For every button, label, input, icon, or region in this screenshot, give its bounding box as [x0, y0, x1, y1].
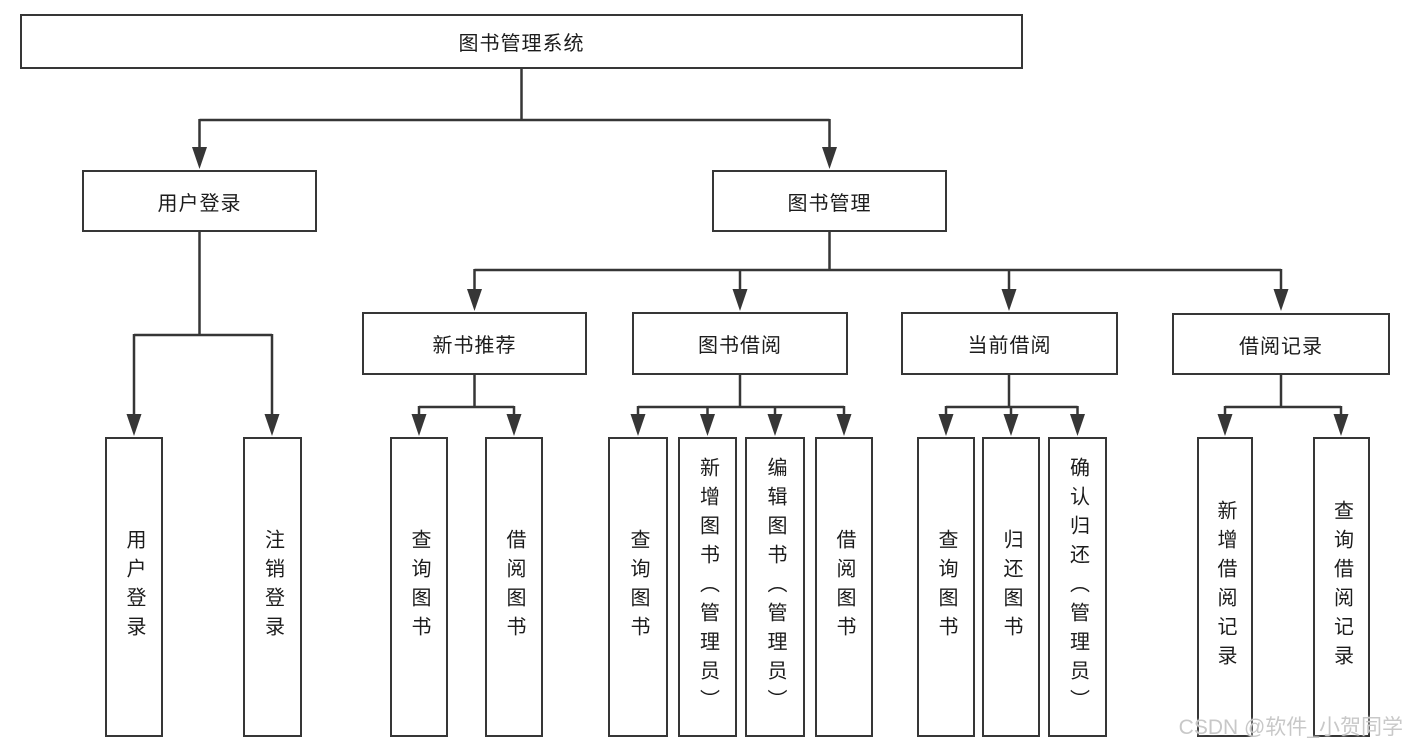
leaf-borrow-edit-books-label: 编辑图书（管理员）: [764, 456, 786, 718]
leaf-borrow-add-books: 新增图书（管理员）: [678, 437, 737, 737]
node-book-borrow: 图书借阅: [632, 312, 848, 375]
node-book-management-label: 图书管理: [787, 192, 872, 215]
leaf-current-confirm-return: 确认归还（管理员）: [1048, 437, 1107, 737]
node-user-login: 用户登录: [82, 170, 317, 232]
leaf-user-login: 用户登录: [105, 437, 163, 737]
leaf-records-query-record: 查询借阅记录: [1313, 437, 1370, 737]
leaf-borrow-add-books-label: 新增图书（管理员）: [696, 456, 719, 718]
node-current-borrow-label: 当前借阅: [967, 335, 1052, 357]
leaf-recommend-query-books: 查询图书: [390, 437, 448, 737]
leaf-current-query-books: 查询图书: [917, 437, 975, 737]
leaf-logout-label: 注销登录: [261, 529, 284, 645]
node-book-management: 图书管理: [712, 170, 947, 232]
leaf-borrow-borrow-books: 借阅图书: [815, 437, 873, 737]
leaf-records-add-record-label: 新增借阅记录: [1214, 500, 1236, 674]
leaf-records-query-record-label: 查询借阅记录: [1330, 500, 1353, 674]
leaf-current-confirm-return-label: 确认归还（管理员）: [1066, 456, 1089, 718]
node-library-management-system-label: 图书管理系统: [458, 33, 585, 55]
leaf-current-return-books-label: 归还图书: [1000, 529, 1022, 645]
watermark: CSDN @软件_小贺同学: [1178, 716, 1403, 739]
leaf-borrow-edit-books: 编辑图书（管理员）: [745, 437, 805, 737]
node-current-borrow: 当前借阅: [901, 312, 1118, 375]
node-borrow-records-label: 借阅记录: [1239, 335, 1323, 358]
node-library-management-system: 图书管理系统: [20, 14, 1023, 69]
leaf-recommend-query-books-label: 查询图书: [408, 529, 430, 645]
leaf-user-login-label: 用户登录: [123, 529, 145, 645]
leaf-current-query-books-label: 查询图书: [935, 529, 957, 645]
node-book-borrow-label: 图书借阅: [698, 335, 782, 357]
leaf-records-add-record: 新增借阅记录: [1197, 437, 1253, 737]
leaf-borrow-query-books-label: 查询图书: [627, 529, 649, 645]
node-new-book-recommend: 新书推荐: [362, 312, 587, 375]
node-user-login-label: 用户登录: [157, 192, 242, 215]
leaf-recommend-borrow-books: 借阅图书: [485, 437, 543, 737]
node-borrow-records: 借阅记录: [1172, 313, 1390, 375]
leaf-borrow-borrow-books-label: 借阅图书: [833, 529, 855, 645]
leaf-current-return-books: 归还图书: [982, 437, 1040, 737]
node-new-book-recommend-label: 新书推荐: [432, 335, 517, 357]
leaf-logout: 注销登录: [243, 437, 302, 737]
leaf-borrow-query-books: 查询图书: [608, 437, 668, 737]
leaf-recommend-borrow-books-label: 借阅图书: [503, 529, 525, 645]
